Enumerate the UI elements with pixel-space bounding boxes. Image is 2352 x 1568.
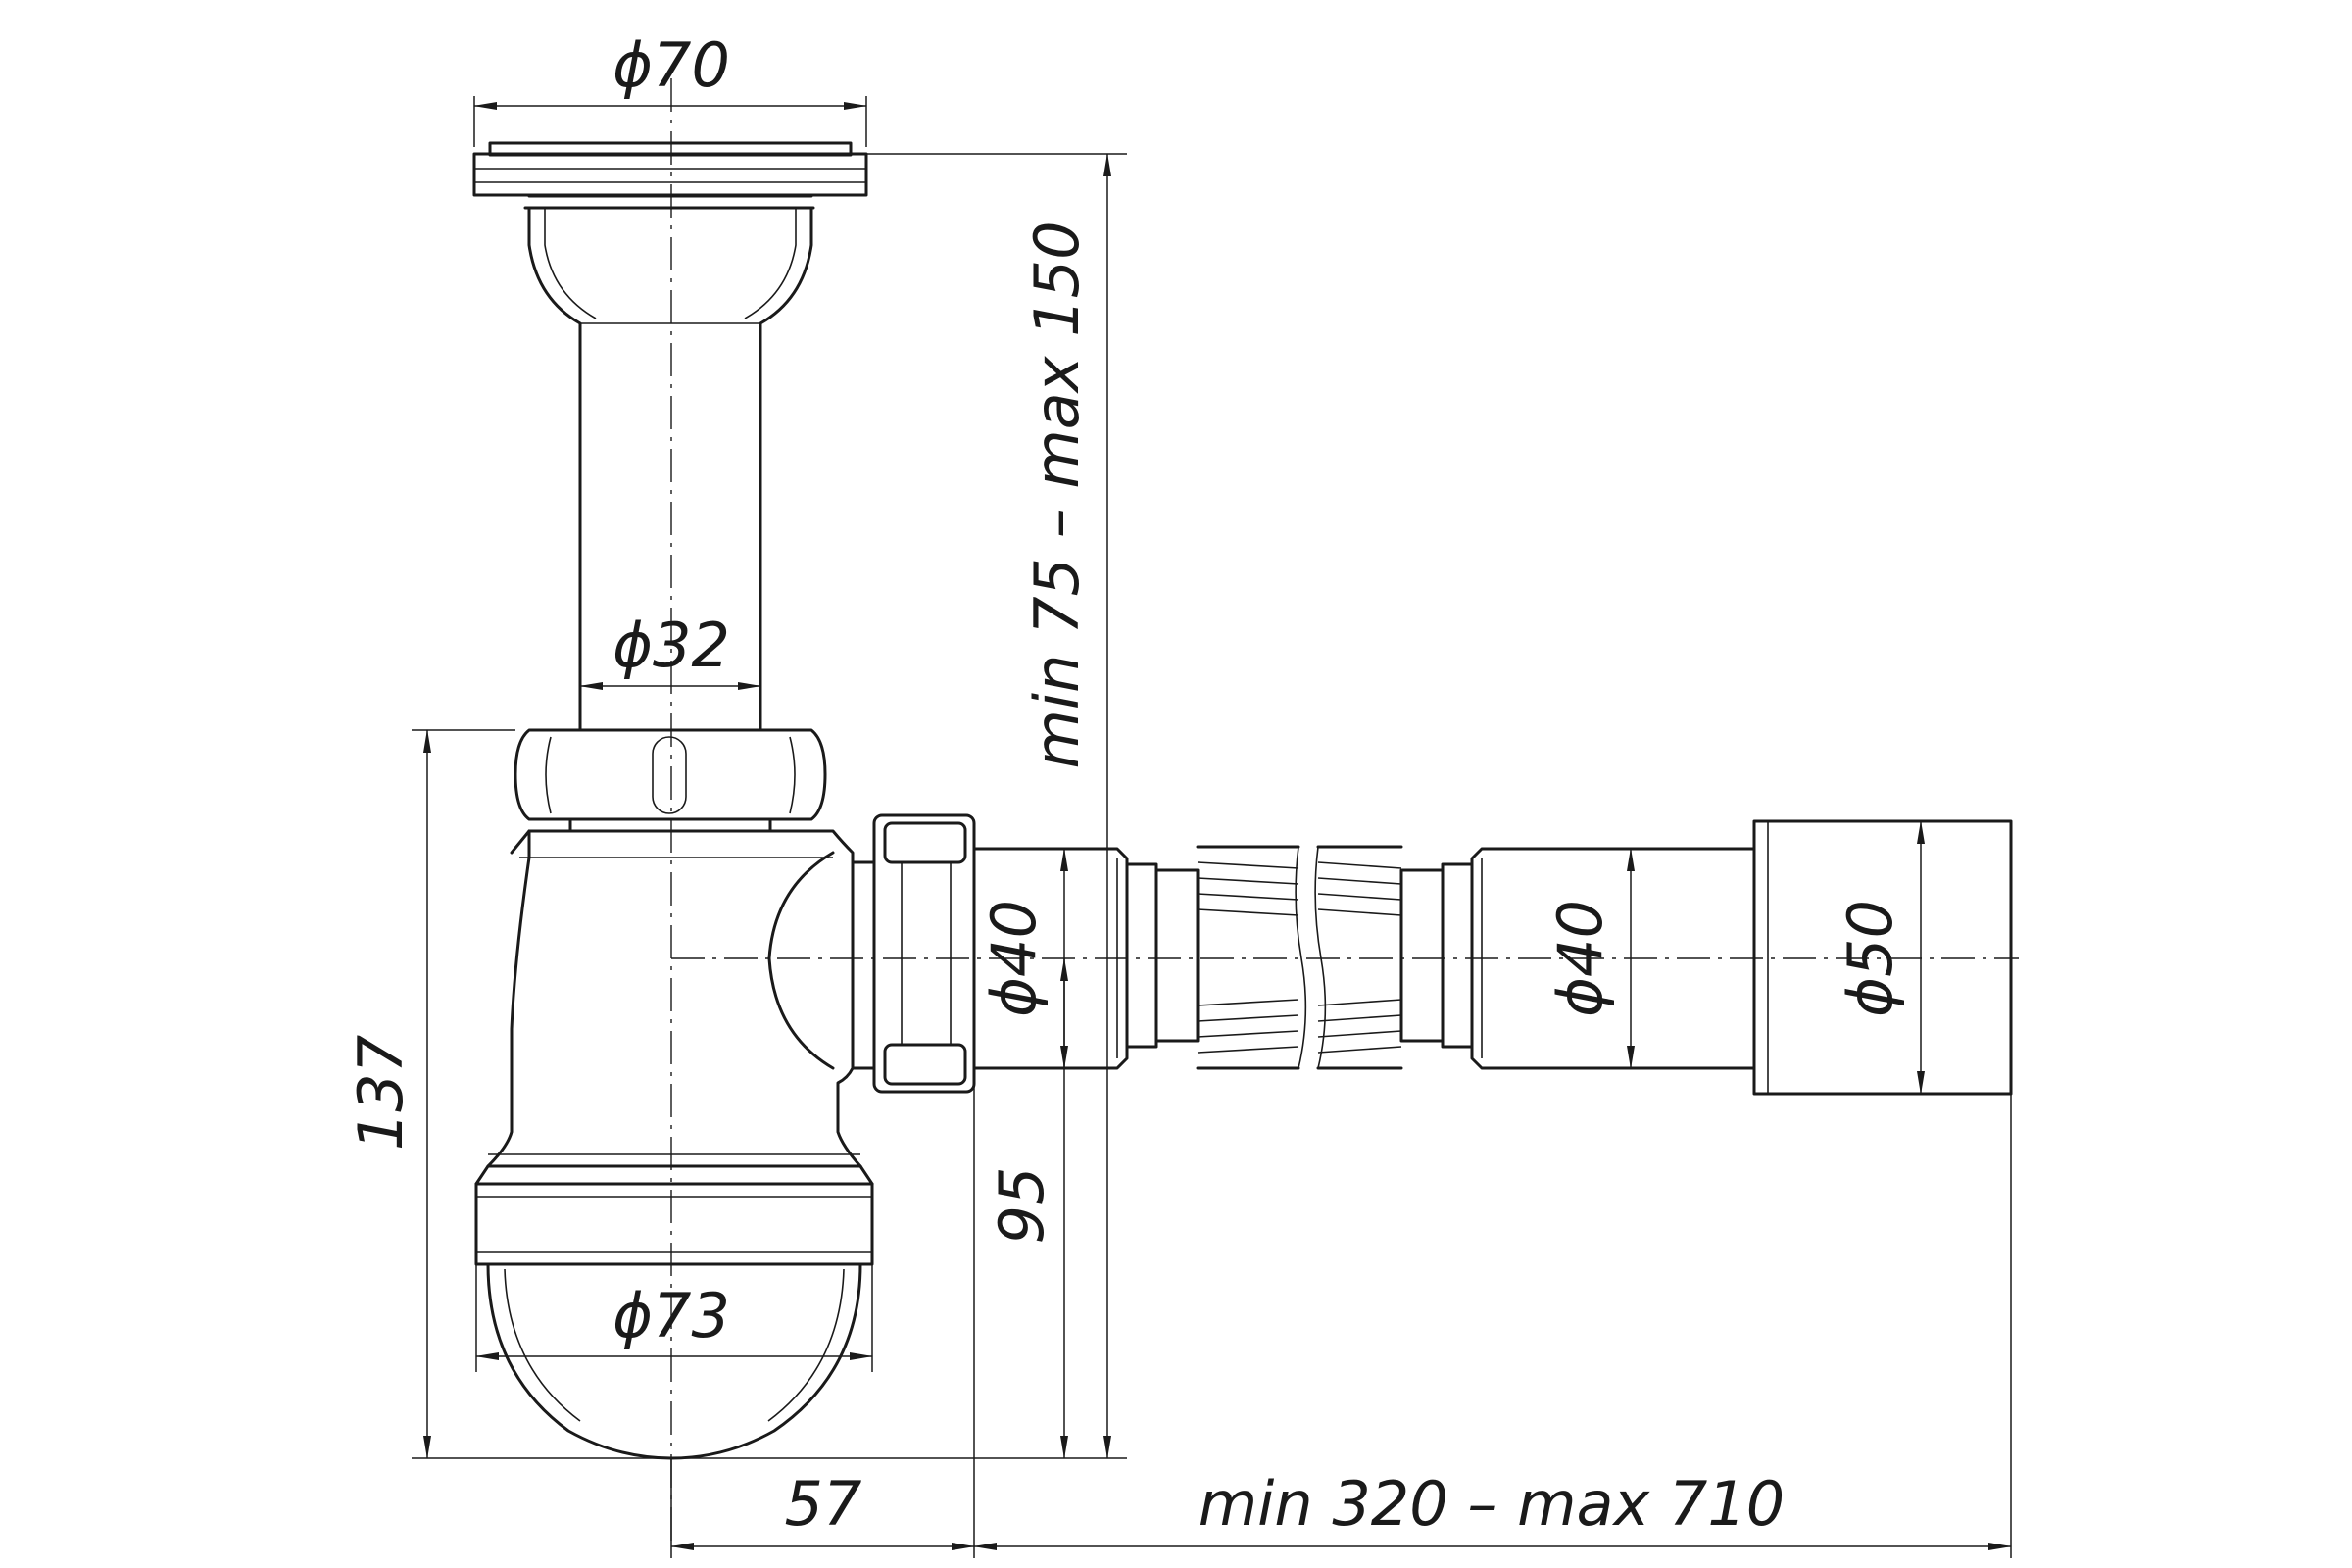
dimension-lines xyxy=(423,102,2012,1550)
label-hose-length: min 320 – max 710 xyxy=(1199,1468,1786,1540)
dimension-labels: ϕ70 ϕ32 ϕ73 min 75 – max 150 137 95 ϕ40 … xyxy=(345,29,1906,1540)
hose-end-connector xyxy=(1399,819,2013,1096)
label-bowl-diameter: ϕ73 xyxy=(612,1280,730,1351)
hose-break-line-right xyxy=(1314,846,1327,1069)
label-socket-diameter: ϕ50 xyxy=(1835,900,1906,1017)
hose-break-line-left xyxy=(1295,846,1307,1069)
label-outlet-height: 95 xyxy=(986,1167,1057,1245)
union-nut xyxy=(514,728,827,833)
drain-funnel xyxy=(527,206,813,732)
label-outlet-offset: 57 xyxy=(785,1468,862,1540)
label-vertical-length: min 75 – max 150 xyxy=(1021,220,1093,768)
corrugated-hose xyxy=(1196,845,1403,1070)
outlet-nut xyxy=(851,813,976,1094)
label-tube-diameter: ϕ32 xyxy=(612,610,730,681)
drain-flange xyxy=(472,141,868,210)
label-total-height: 137 xyxy=(345,1035,416,1151)
label-flange-diameter: ϕ70 xyxy=(612,29,730,101)
hose-ribs-left xyxy=(1197,861,1299,1054)
bowl-ring xyxy=(474,1164,874,1266)
outlet-pipe xyxy=(972,847,1200,1070)
label-hose-end-diameter: ϕ40 xyxy=(1544,900,1616,1017)
hose-ribs-right xyxy=(1317,861,1402,1054)
trap-body xyxy=(486,829,862,1168)
label-outlet-diameter: ϕ40 xyxy=(978,900,1050,1017)
